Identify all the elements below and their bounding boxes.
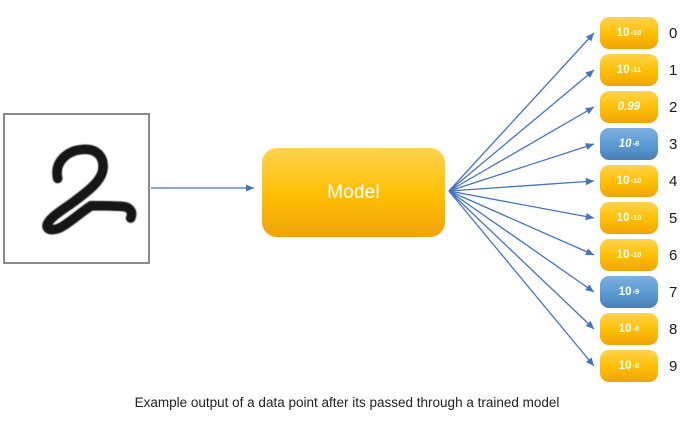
output-row: 10-10 4 <box>600 165 677 197</box>
probability-box: 10-10 <box>600 17 658 49</box>
probability-value: 10 <box>618 286 632 298</box>
model-label: Model <box>327 181 380 203</box>
probability-value: 10 <box>618 323 632 335</box>
fan-arrow-2 <box>448 106 595 192</box>
probability-exponent: -10 <box>630 212 642 222</box>
model-box: Model <box>262 148 445 237</box>
probability-exponent: -9 <box>632 286 640 296</box>
output-row: 10-10 0 <box>600 17 677 49</box>
probability-exponent: -8 <box>632 323 640 333</box>
probability-value: 10 <box>618 138 632 150</box>
probability-value: 10 <box>616 249 630 261</box>
probability-box: 10-10 <box>600 202 658 234</box>
caption: Example output of a data point after its… <box>134 395 560 410</box>
output-row: 10-9 7 <box>600 276 677 308</box>
fan-arrow-0 <box>448 32 595 192</box>
probability-box: 10-8 <box>600 313 658 345</box>
fan-arrow-8 <box>448 190 595 330</box>
fan-arrow-5 <box>448 190 595 221</box>
fan-arrow-1 <box>448 69 595 192</box>
output-row: 10-8 9 <box>600 350 677 382</box>
probability-value: 10 <box>616 27 630 39</box>
outputs-column: 10-10 0 10-11 1 0.99 2 10-6 3 10-10 4 10… <box>600 17 677 382</box>
fan-arrow-9 <box>448 190 595 367</box>
probability-exponent: -10 <box>630 249 642 259</box>
class-label: 8 <box>669 320 678 338</box>
output-row: 10-10 6 <box>600 239 677 271</box>
fan-arrow-6 <box>448 190 595 256</box>
probability-box: 10-10 <box>600 165 658 197</box>
probability-box: 10-10 <box>600 239 658 271</box>
probability-box: 10-6 <box>600 128 658 160</box>
probability-box: 0.99 <box>600 91 658 123</box>
output-row: 0.99 2 <box>600 91 677 123</box>
probability-exponent: -10 <box>630 175 642 185</box>
probability-value: 10 <box>616 175 630 187</box>
fan-arrow-7 <box>448 190 595 293</box>
output-row: 10-6 3 <box>600 128 677 160</box>
class-label: 3 <box>669 135 678 153</box>
probability-exponent: -6 <box>632 138 640 148</box>
class-label: 7 <box>669 283 678 301</box>
class-label: 1 <box>669 61 678 79</box>
probability-exponent: -10 <box>630 27 642 37</box>
class-label: 6 <box>669 246 678 264</box>
fan-arrow-3 <box>448 143 595 192</box>
probability-box: 10-11 <box>600 54 658 86</box>
output-row: 10-8 8 <box>600 313 677 345</box>
input-digit-image <box>3 113 150 264</box>
probability-value: 10 <box>618 360 632 372</box>
class-label: 0 <box>669 24 678 42</box>
class-label: 9 <box>669 357 678 375</box>
probability-box: 10-9 <box>600 276 658 308</box>
output-row: 10-11 1 <box>600 54 677 86</box>
fan-arrow-4 <box>448 177 595 192</box>
probability-value: 10 <box>616 212 630 224</box>
probability-value: 10 <box>616 64 630 76</box>
probability-exponent: -11 <box>630 64 642 74</box>
class-label: 2 <box>669 98 678 116</box>
probability-value: 0.99 <box>617 101 641 113</box>
output-row: 10-10 5 <box>600 202 677 234</box>
probability-exponent: -8 <box>632 360 640 370</box>
handwritten-digit-2-icon <box>41 144 136 235</box>
class-label: 5 <box>669 209 678 227</box>
class-label: 4 <box>669 172 678 190</box>
probability-box: 10-8 <box>600 350 658 382</box>
